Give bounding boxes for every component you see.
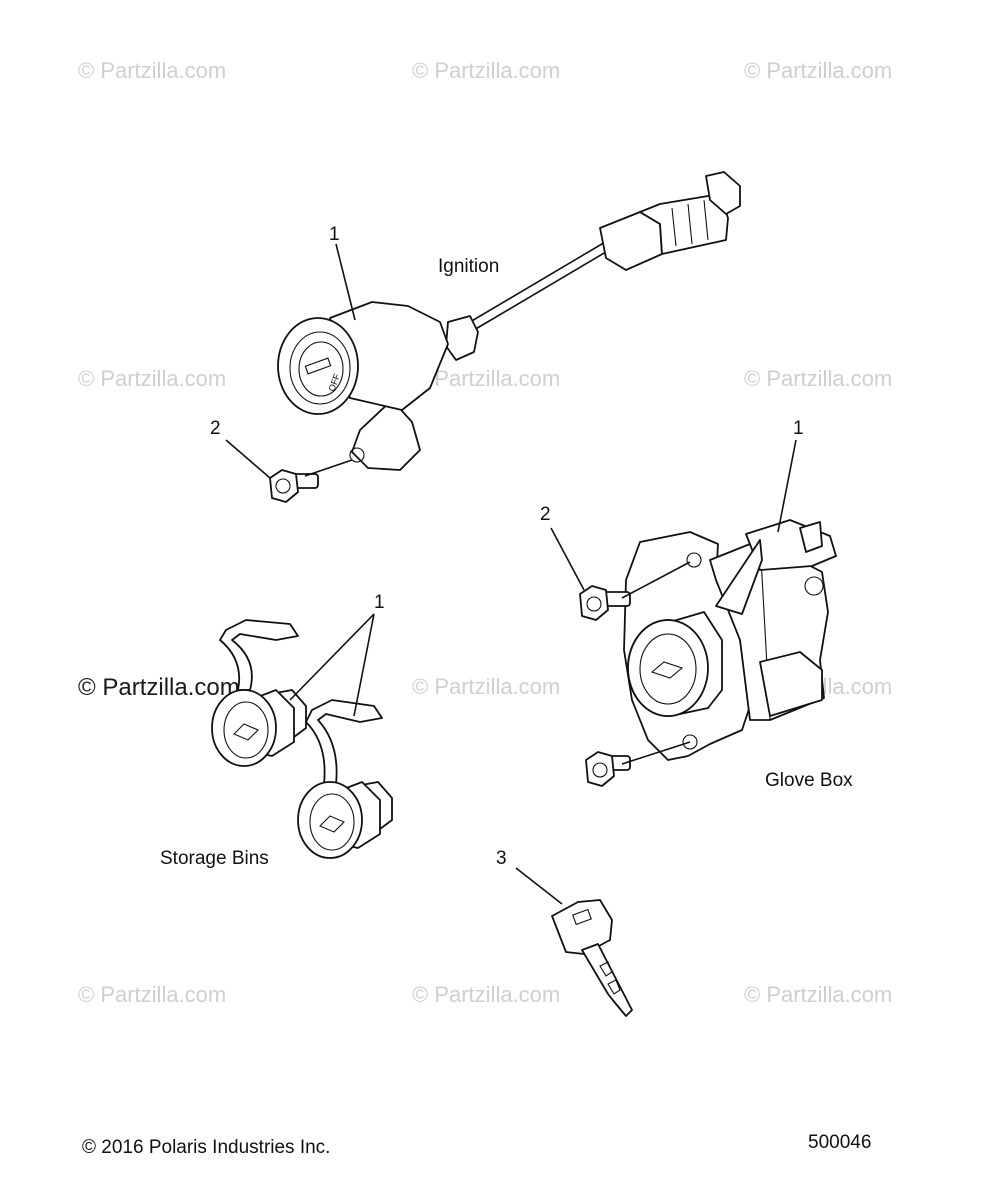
watermark-primary: © Partzilla.com bbox=[78, 674, 240, 701]
callout-key: 3 bbox=[496, 848, 507, 869]
glove-box-latch bbox=[623, 519, 837, 761]
watermark: © Partzilla.com bbox=[78, 58, 227, 83]
watermark: © Partzilla.com bbox=[78, 982, 227, 1007]
ignition-bolt bbox=[269, 469, 319, 503]
watermark: © Partzilla.com bbox=[412, 674, 561, 699]
label-storage-bins: Storage Bins bbox=[160, 848, 269, 869]
callout-glove-bolt: 2 bbox=[540, 504, 551, 525]
watermark: © Partzilla.com bbox=[744, 366, 893, 391]
watermark: © Partzilla.com bbox=[412, 982, 561, 1007]
watermark: © Partzilla.com bbox=[78, 366, 227, 391]
callout-leader bbox=[304, 459, 353, 477]
watermark: © Partzilla.com bbox=[744, 982, 893, 1007]
callout-leader bbox=[550, 527, 585, 591]
callout-leader bbox=[353, 613, 375, 717]
watermark: © Partzilla.com bbox=[412, 58, 561, 83]
glove-box-bolt-lower bbox=[585, 751, 631, 787]
callout-leader bbox=[335, 243, 356, 321]
callout-ignition-part: 1 bbox=[329, 224, 340, 245]
storage-bin-lock-lower bbox=[297, 699, 393, 859]
callout-ignition-bolt: 2 bbox=[210, 418, 221, 439]
key bbox=[551, 899, 633, 1017]
storage-bin-lock-upper bbox=[211, 619, 307, 767]
callout-leader bbox=[621, 741, 691, 765]
callout-leader bbox=[225, 439, 271, 479]
callout-glove-part: 1 bbox=[793, 418, 804, 439]
label-glove-box: Glove Box bbox=[765, 770, 853, 791]
callout-leader bbox=[621, 561, 691, 599]
glove-box-bolt-upper bbox=[579, 585, 631, 621]
watermark: © Partzilla.com bbox=[744, 58, 893, 83]
callout-leader bbox=[515, 867, 563, 905]
callout-leader bbox=[289, 613, 375, 701]
copyright: © 2016 Polaris Industries Inc. bbox=[82, 1137, 331, 1158]
callout-leader bbox=[777, 439, 797, 533]
diagram-number: 500046 bbox=[808, 1132, 872, 1153]
ignition-switch: OFF bbox=[277, 171, 741, 471]
callout-storage-part: 1 bbox=[374, 592, 385, 613]
label-ignition: Ignition bbox=[438, 256, 500, 277]
